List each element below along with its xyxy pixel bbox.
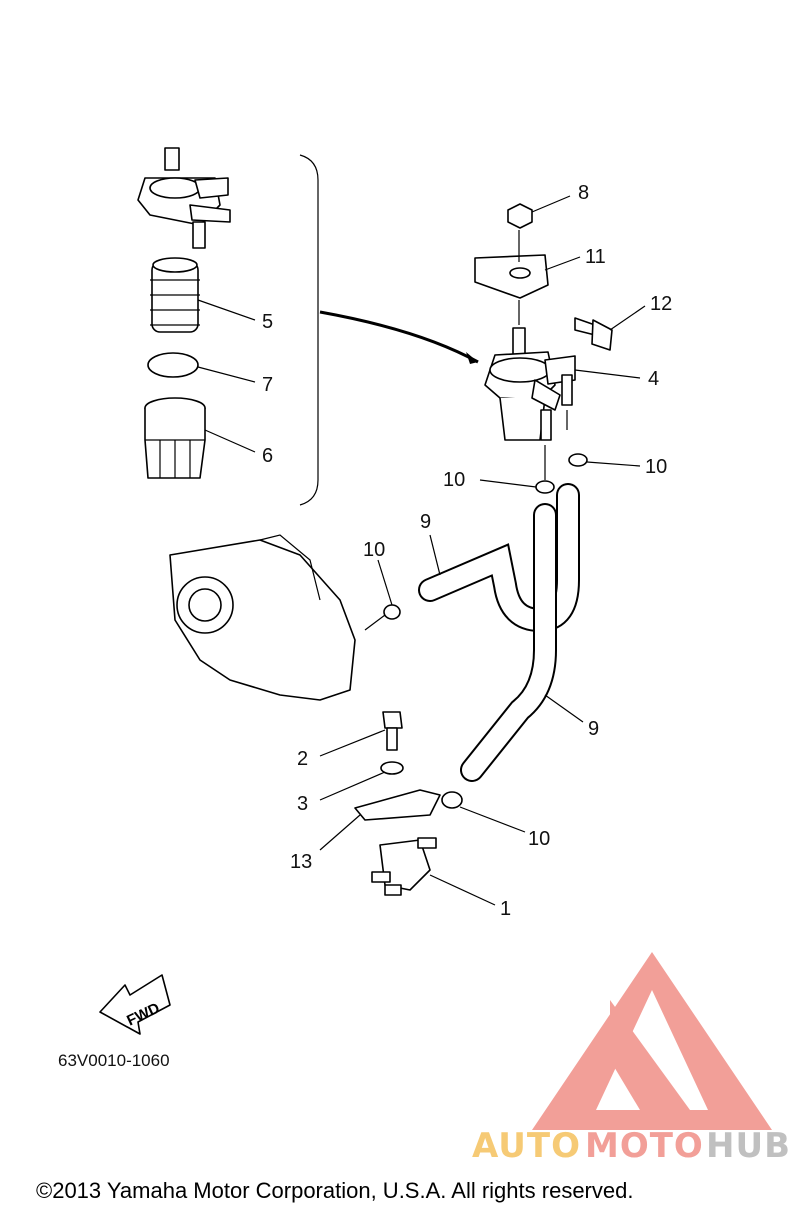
clip-10-right	[568, 453, 588, 467]
leader-4	[574, 369, 641, 379]
callout-9-lower: 9	[588, 718, 599, 740]
leader-11	[544, 256, 581, 271]
callout-3: 3	[297, 793, 308, 815]
callout-8: 8	[578, 182, 589, 204]
carburetor-outline	[169, 534, 356, 701]
leader-2	[319, 729, 386, 757]
copyright-notice: ©2013 Yamaha Motor Corporation, U.S.A. A…	[36, 1178, 633, 1203]
callout-2: 2	[297, 748, 308, 770]
leader-10-lower	[459, 806, 526, 833]
leader-9-upper	[429, 534, 441, 576]
automotohub-logo: AUTO MOTO HUB	[472, 952, 791, 1166]
callout-10-lower: 10	[528, 828, 550, 850]
filter-element-part	[150, 257, 200, 333]
bolt-12-part	[574, 317, 613, 351]
fwd-arrow-icon: FWD	[99, 974, 171, 1035]
leader-5	[197, 299, 256, 321]
callout-1: 1	[500, 898, 511, 920]
watermark-auto: AUTO	[472, 1126, 581, 1166]
leader-9-lower	[544, 694, 584, 723]
diagram-code: 63V0010-1060	[58, 1051, 170, 1070]
leader-1	[429, 874, 496, 906]
callout-6: 6	[262, 445, 273, 467]
watermark-hub: HUB	[706, 1126, 791, 1166]
callout-9-upper: 9	[420, 511, 431, 533]
fuel-filter-assembly-part	[484, 327, 576, 441]
callout-10-right: 10	[645, 456, 667, 478]
filter-cup-part	[144, 397, 206, 479]
exploded-view-arrow	[319, 310, 479, 364]
leader-7	[197, 366, 256, 383]
callout-13: 13	[290, 851, 312, 873]
callout-5: 5	[262, 311, 273, 333]
leader-3	[319, 771, 386, 801]
washer-3-part	[380, 761, 404, 775]
clip-10-carb	[383, 604, 401, 620]
fuel-joint-1-part	[371, 837, 437, 896]
leader-12	[609, 305, 646, 331]
leader-6	[204, 429, 256, 453]
callout-10-center: 10	[443, 469, 465, 491]
nut-part	[507, 203, 533, 229]
callout-11: 11	[585, 246, 606, 268]
exploded-view-bracket	[299, 154, 319, 506]
clip-10-center	[535, 480, 555, 494]
leader-10-center	[479, 479, 537, 488]
plate-13-part	[354, 789, 441, 821]
bolt-2-part	[382, 711, 403, 751]
callout-7: 7	[262, 374, 273, 396]
o-ring-part	[147, 352, 199, 378]
leader-10-carb	[377, 559, 393, 606]
callout-12: 12	[650, 293, 672, 315]
leader-8	[531, 195, 571, 213]
clip-10-lower	[441, 791, 463, 809]
leader-10-right	[586, 461, 641, 467]
filter-cap-part	[137, 147, 231, 249]
callout-4: 4	[648, 368, 659, 390]
callout-10-carb: 10	[363, 539, 385, 561]
watermark-moto: MOTO	[585, 1126, 704, 1166]
leader-13	[319, 814, 361, 851]
